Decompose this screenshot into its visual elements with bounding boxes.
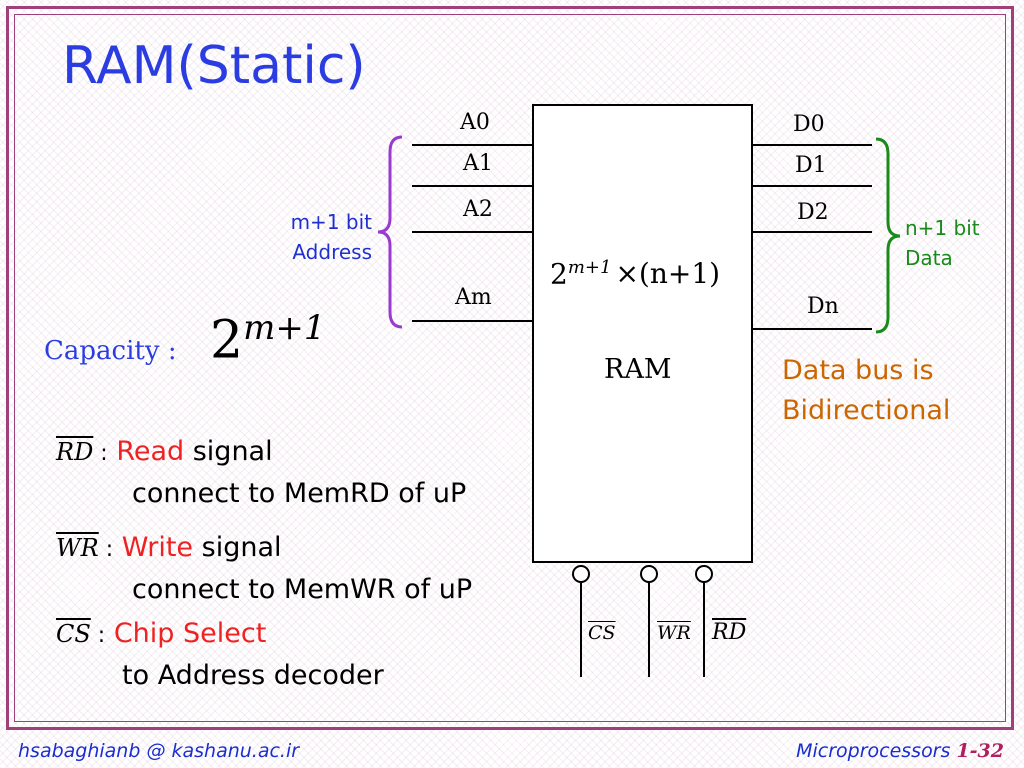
pin-a2: A2 — [463, 197, 493, 222]
pin-a0: A0 — [460, 110, 490, 135]
cs-bubble — [572, 565, 590, 583]
rd-bubble — [695, 565, 713, 583]
signal-cs: CS : Chip Select — [56, 618, 266, 649]
signal-wr-name: WR — [56, 534, 99, 562]
signal-wr-desc: connect to MemWR of uP — [132, 574, 473, 605]
signal-wr: WR : Write signal — [56, 532, 282, 563]
pin-d1: D1 — [795, 153, 827, 178]
signal-wr-highlight: Write — [121, 532, 194, 563]
footer-page-number: 1-32 — [956, 740, 1004, 762]
signal-wr-colon: : — [98, 537, 114, 562]
address-brace — [377, 135, 403, 329]
wr-bubble — [640, 565, 658, 583]
slide-frame-inner — [14, 14, 1006, 722]
pin-cs: CS — [588, 622, 616, 644]
data-width-label: n+1 bit Data — [905, 213, 980, 273]
signal-rd-desc: connect to MemRD of uP — [132, 478, 467, 509]
signal-wr-rest: signal — [193, 532, 282, 563]
pin-d0: D0 — [793, 112, 825, 137]
capacity-label: Capacity : — [44, 336, 177, 366]
data-label-line1: n+1 bit — [905, 216, 980, 240]
pin-am: Am — [455, 285, 492, 310]
footer-course-name: Microprocessors — [796, 740, 951, 762]
pin-wr: WR — [657, 622, 691, 644]
signal-rd-highlight: Read — [116, 436, 185, 467]
chip-size-exponent: m+1 — [567, 257, 612, 278]
capacity-base: 2 — [210, 310, 244, 371]
signal-rd-colon: : — [93, 441, 108, 466]
footer-course: Microprocessors 1-32 — [796, 740, 1004, 762]
pin-a1: A1 — [463, 151, 493, 176]
signal-rd-name: RD — [56, 438, 94, 466]
pin-rd: RD — [712, 620, 747, 645]
slide-frame-outer — [6, 6, 1014, 730]
signal-cs-highlight: Chip Select — [113, 618, 267, 649]
pin-d2: D2 — [797, 200, 829, 225]
address-width-label: m+1 bit Address — [262, 207, 372, 267]
chip-size-rest: ×(n+1) — [615, 257, 721, 291]
chip-size-base: 2 — [550, 257, 568, 291]
slide-title: RAM(Static) — [62, 36, 366, 96]
chip-size-formula: 2m+1×(n+1) — [550, 257, 720, 290]
bidirectional-note: Data bus is Bidirectional — [782, 351, 950, 431]
pin-dn: Dn — [807, 294, 839, 319]
signal-cs-name: CS — [56, 620, 91, 648]
address-label-line1: m+1 bit — [290, 210, 372, 234]
data-label-line2: Data — [905, 246, 953, 270]
data-brace — [875, 137, 901, 334]
signal-rd: RD : Read signal — [56, 436, 273, 467]
address-label-line2: Address — [292, 240, 372, 264]
bidirectional-line1: Data bus is — [782, 355, 934, 386]
chip-label: RAM — [604, 354, 672, 385]
bidirectional-line2: Bidirectional — [782, 395, 951, 426]
capacity-exponent: m+1 — [243, 308, 326, 348]
signal-rd-rest: signal — [184, 436, 273, 467]
signal-cs-colon: : — [90, 623, 106, 648]
signal-cs-desc: to Address decoder — [122, 660, 384, 691]
capacity-formula: 2m+1 — [210, 308, 325, 370]
footer-author: hsabaghianb @ kashanu.ac.ir — [18, 740, 300, 762]
ram-chip-box — [532, 104, 753, 563]
